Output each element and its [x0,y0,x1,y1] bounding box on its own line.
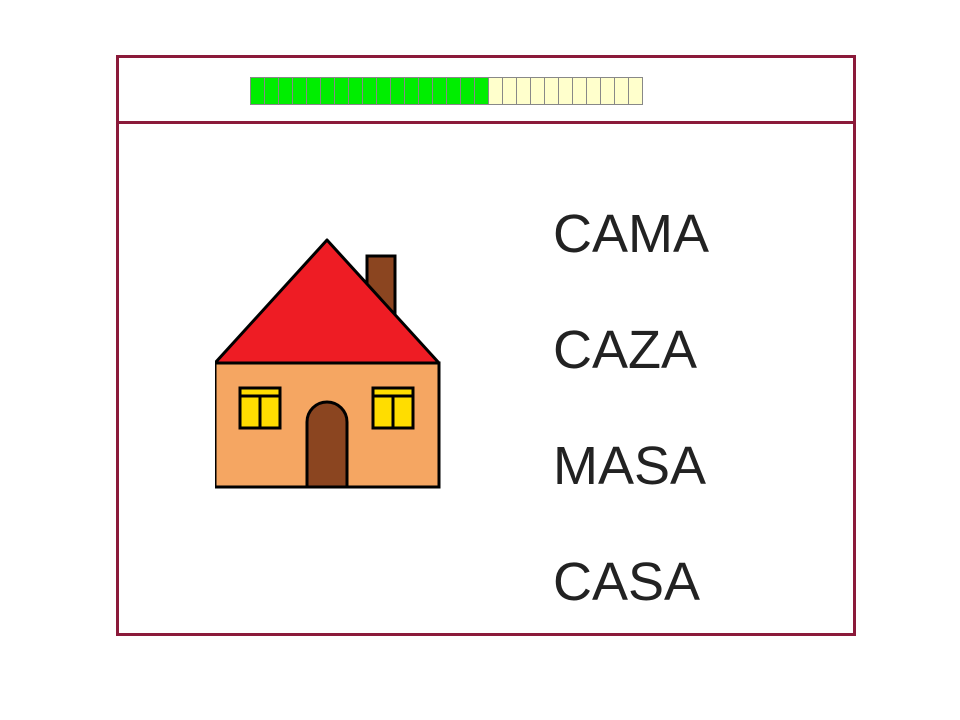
progress-segment-done [279,77,293,105]
answer-options: CAMA CAZA MASA CASA [553,176,709,640]
picture-panel [213,236,445,495]
option-cama[interactable]: CAMA [553,204,710,264]
progress-segment-done [251,77,265,105]
progress-bar [250,77,643,105]
progress-segment-done [377,77,391,105]
progress-segment-remaining [517,77,531,105]
progress-segment-remaining [629,77,643,105]
progress-segment-done [461,77,475,105]
exercise-frame: CAMA CAZA MASA CASA [116,55,856,636]
progress-segment-done [307,77,321,105]
progress-segment-done [293,77,307,105]
progress-segment-done [363,77,377,105]
progress-segment-done [405,77,419,105]
window-right [371,386,415,430]
progress-segment-done [335,77,349,105]
progress-segment-done [391,77,405,105]
window-left [238,386,282,430]
progress-segment-done [433,77,447,105]
progress-segment-remaining [503,77,517,105]
progress-segment-done [447,77,461,105]
option-caza[interactable]: CAZA [553,320,698,380]
progress-segment-remaining [531,77,545,105]
progress-segment-done [475,77,489,105]
progress-segment-remaining [489,77,503,105]
option-casa[interactable]: CASA [553,552,701,612]
door [305,400,349,489]
progress-segment-remaining [587,77,601,105]
progress-segment-remaining [615,77,629,105]
progress-segment-remaining [559,77,573,105]
progress-segment-done [349,77,363,105]
header-bar [119,58,853,124]
progress-segment-remaining [545,77,559,105]
option-masa[interactable]: MASA [553,436,707,496]
house-icon [213,238,441,489]
progress-segment-done [321,77,335,105]
progress-segment-remaining [601,77,615,105]
progress-segment-done [419,77,433,105]
roof [213,238,441,365]
progress-segment-remaining [573,77,587,105]
progress-segment-done [265,77,279,105]
